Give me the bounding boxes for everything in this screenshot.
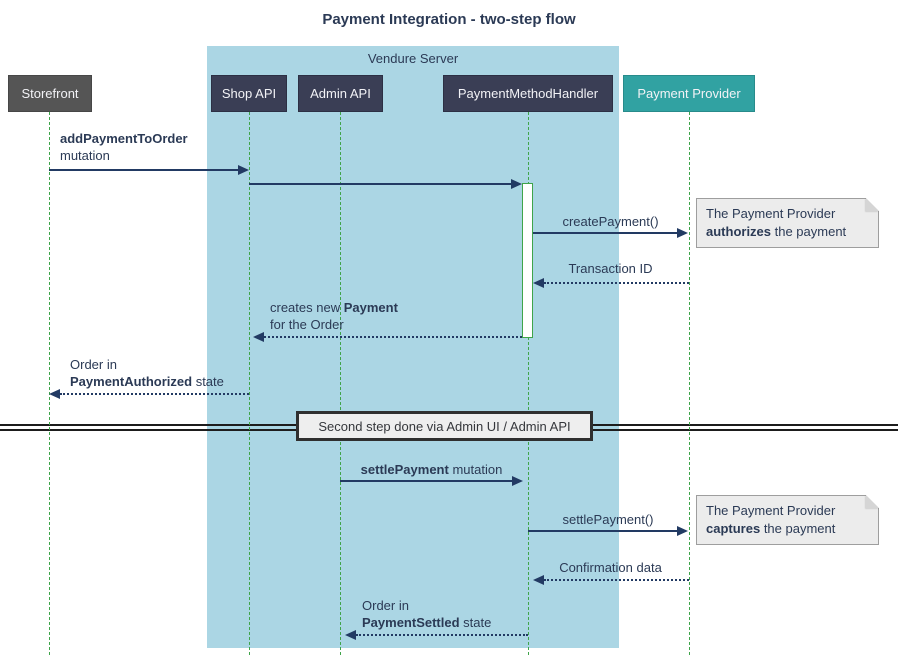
label-text: state <box>192 374 224 389</box>
label-text: for the Order <box>270 317 344 332</box>
participant-payment-provider: Payment Provider <box>623 75 755 112</box>
arrowhead-left-icon <box>253 332 264 342</box>
arrow-settle-payment-mutation <box>340 476 523 486</box>
lifeline-storefront <box>49 112 50 655</box>
note-bold-text: authorizes <box>706 224 772 239</box>
lifeline-payment-provider <box>689 112 690 655</box>
arrowhead-left-icon <box>345 630 356 640</box>
label-text: creates new <box>270 300 344 315</box>
label-text: Order in <box>70 357 117 372</box>
label-create-payment: createPayment() <box>562 214 659 229</box>
note-text: the payment <box>771 224 847 239</box>
diagram-title: Payment Integration - two-step flow <box>322 11 576 28</box>
lifeline-payment-method-handler <box>528 112 529 655</box>
label-text: mutation <box>448 462 503 477</box>
note-text: The Payment Provider <box>706 206 836 221</box>
arrowhead-left-icon <box>533 575 544 585</box>
label-creates-payment: creates new Payment for the Order <box>270 299 398 333</box>
arrow-confirmation-data-return <box>533 575 689 585</box>
label-add-payment-to-order: addPaymentToOrder mutation <box>60 130 188 164</box>
participant-admin-api: Admin API <box>298 75 383 112</box>
label-payment-authorized: Order in PaymentAuthorized state <box>70 356 224 390</box>
participant-label: Admin API <box>310 86 371 101</box>
arrowhead-right-icon <box>511 179 522 189</box>
note-captures: The Payment Provider captures the paymen… <box>696 495 879 545</box>
arrowhead-left-icon <box>49 389 60 399</box>
note-text: The Payment Provider <box>706 503 836 518</box>
label-settle-payment-mutation: settlePayment mutation <box>340 461 523 478</box>
label-payment-settled: Order in PaymentSettled state <box>362 597 491 631</box>
arrowhead-right-icon <box>677 228 688 238</box>
arrow-settle-payment-call <box>528 526 688 536</box>
divider-second-step: Second step done via Admin UI / Admin AP… <box>296 411 593 441</box>
label-bold-text: addPaymentToOrder <box>60 131 188 146</box>
lifeline-shop-api <box>249 112 250 655</box>
arrow-create-payment <box>533 228 688 238</box>
label-settle-payment-call: settlePayment() <box>562 512 654 527</box>
arrow-payment-authorized-return <box>49 389 249 399</box>
label-text: mutation <box>60 148 110 163</box>
arrow-shop-api-to-handler <box>249 179 522 189</box>
label-transaction-id: Transaction ID <box>568 261 653 276</box>
label-text: state <box>459 615 492 630</box>
activation-bar-handler <box>522 183 533 338</box>
note-text: the payment <box>760 521 836 536</box>
participant-payment-method-handler: PaymentMethodHandler <box>443 75 613 112</box>
divider-label: Second step done via Admin UI / Admin AP… <box>318 418 571 434</box>
arrowhead-right-icon <box>677 526 688 536</box>
participant-storefront: Storefront <box>8 75 92 112</box>
note-authorizes: The Payment Provider authorizes the paym… <box>696 198 879 248</box>
note-bold-text: captures <box>706 521 761 536</box>
vendure-server-label: Vendure Server <box>367 51 459 66</box>
label-bold-text: PaymentSettled <box>362 615 460 630</box>
note-fold-corner-icon <box>866 198 879 211</box>
arrow-transaction-id-return <box>533 278 689 288</box>
arrowhead-left-icon <box>533 278 544 288</box>
participant-label: Shop API <box>221 86 277 101</box>
participant-label: Payment Provider <box>637 86 741 101</box>
participant-label: Storefront <box>21 86 79 101</box>
participant-shop-api: Shop API <box>211 75 287 112</box>
arrowhead-right-icon <box>512 476 523 486</box>
arrow-add-payment-to-order <box>49 165 249 175</box>
arrow-creates-payment-return <box>253 332 522 342</box>
arrow-payment-settled-return <box>345 630 528 640</box>
vendure-server-group-box: Vendure Server <box>207 46 619 648</box>
note-fold-corner-icon <box>866 495 879 508</box>
label-bold-text: PaymentAuthorized <box>70 374 193 389</box>
arrowhead-right-icon <box>238 165 249 175</box>
label-confirmation-data: Confirmation data <box>559 560 662 575</box>
lifeline-admin-api <box>340 112 341 655</box>
label-text: Order in <box>362 598 409 613</box>
label-bold-text: settlePayment <box>360 462 449 477</box>
label-bold-text: Payment <box>343 300 398 315</box>
participant-label: PaymentMethodHandler <box>457 86 599 101</box>
